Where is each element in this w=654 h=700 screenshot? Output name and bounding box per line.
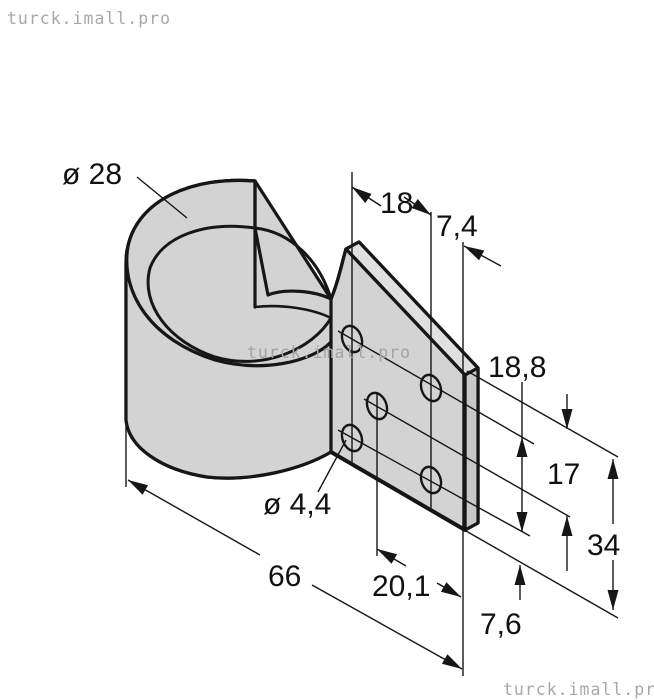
dim-label-18-8: 18,8 [488, 351, 546, 384]
inner-rim-near-arc [146, 224, 333, 363]
leader-diam28 [136, 176, 188, 219]
arrow-201-b [440, 582, 461, 597]
watermark-top-left: turck.imall.pro [7, 9, 171, 28]
centerline-hole-row-bottom [337, 429, 531, 537]
dim-label-17: 17 [547, 458, 580, 491]
clamp-body [124, 178, 480, 532]
arrow-76-up [514, 565, 526, 585]
dimension-labels: ø 28 18 7,4 18,8 17 34 ø 4,4 66 20,1 7,6 [62, 158, 620, 641]
arrow-201-a [377, 549, 398, 564]
dim-label-34: 34 [587, 529, 620, 562]
arrow-66-a [128, 480, 149, 495]
arrow-17-up [516, 437, 528, 457]
dim-label-18: 18 [380, 187, 413, 220]
dim-label-7-4: 7,4 [436, 210, 478, 243]
centerline-hole-row-top [337, 330, 535, 445]
dim-label-7-6: 7,6 [480, 608, 522, 641]
dim-label-20-1: 20,1 [372, 570, 430, 603]
arrow-188-down [561, 409, 573, 429]
arrow-74-b [464, 246, 485, 261]
leader-diam44 [317, 439, 347, 493]
plate-front-top-edge [329, 247, 467, 377]
arrow-18 [352, 187, 372, 203]
dimension-arrowheads [128, 187, 619, 669]
watermark-center: turck.imall.pro [247, 343, 411, 362]
inner-wall-bottom-edge [253, 304, 333, 320]
arrow-17-down [516, 512, 528, 532]
inner-rim-far-arc [253, 226, 333, 301]
arrow-74-a [411, 199, 431, 215]
dim-label-diameter-4-4: ø 4,4 [263, 488, 331, 521]
extension-lines [125, 172, 619, 676]
outer-rim-arc [125, 178, 333, 368]
dim-label-diameter-28: ø 28 [62, 158, 122, 191]
extline-plate-top-corner [466, 370, 619, 458]
arrow-66-b [441, 654, 462, 669]
centerline-center-hole [363, 398, 571, 518]
dim-label-66: 66 [268, 560, 301, 593]
arrow-centerrow-up [561, 516, 573, 536]
dimline-66-a [127, 479, 261, 556]
extline-plate-bottom-corner [465, 530, 619, 619]
watermark-bottom-right: turck.imall.pro [503, 680, 654, 699]
plate-bottom-edge [329, 450, 467, 532]
watermarks: turck.imall.pro turck.imall.pro turck.im… [7, 9, 654, 699]
dimline-66-b [311, 584, 463, 670]
arrow-34-down [607, 590, 619, 610]
arrow-34-up [607, 459, 619, 479]
